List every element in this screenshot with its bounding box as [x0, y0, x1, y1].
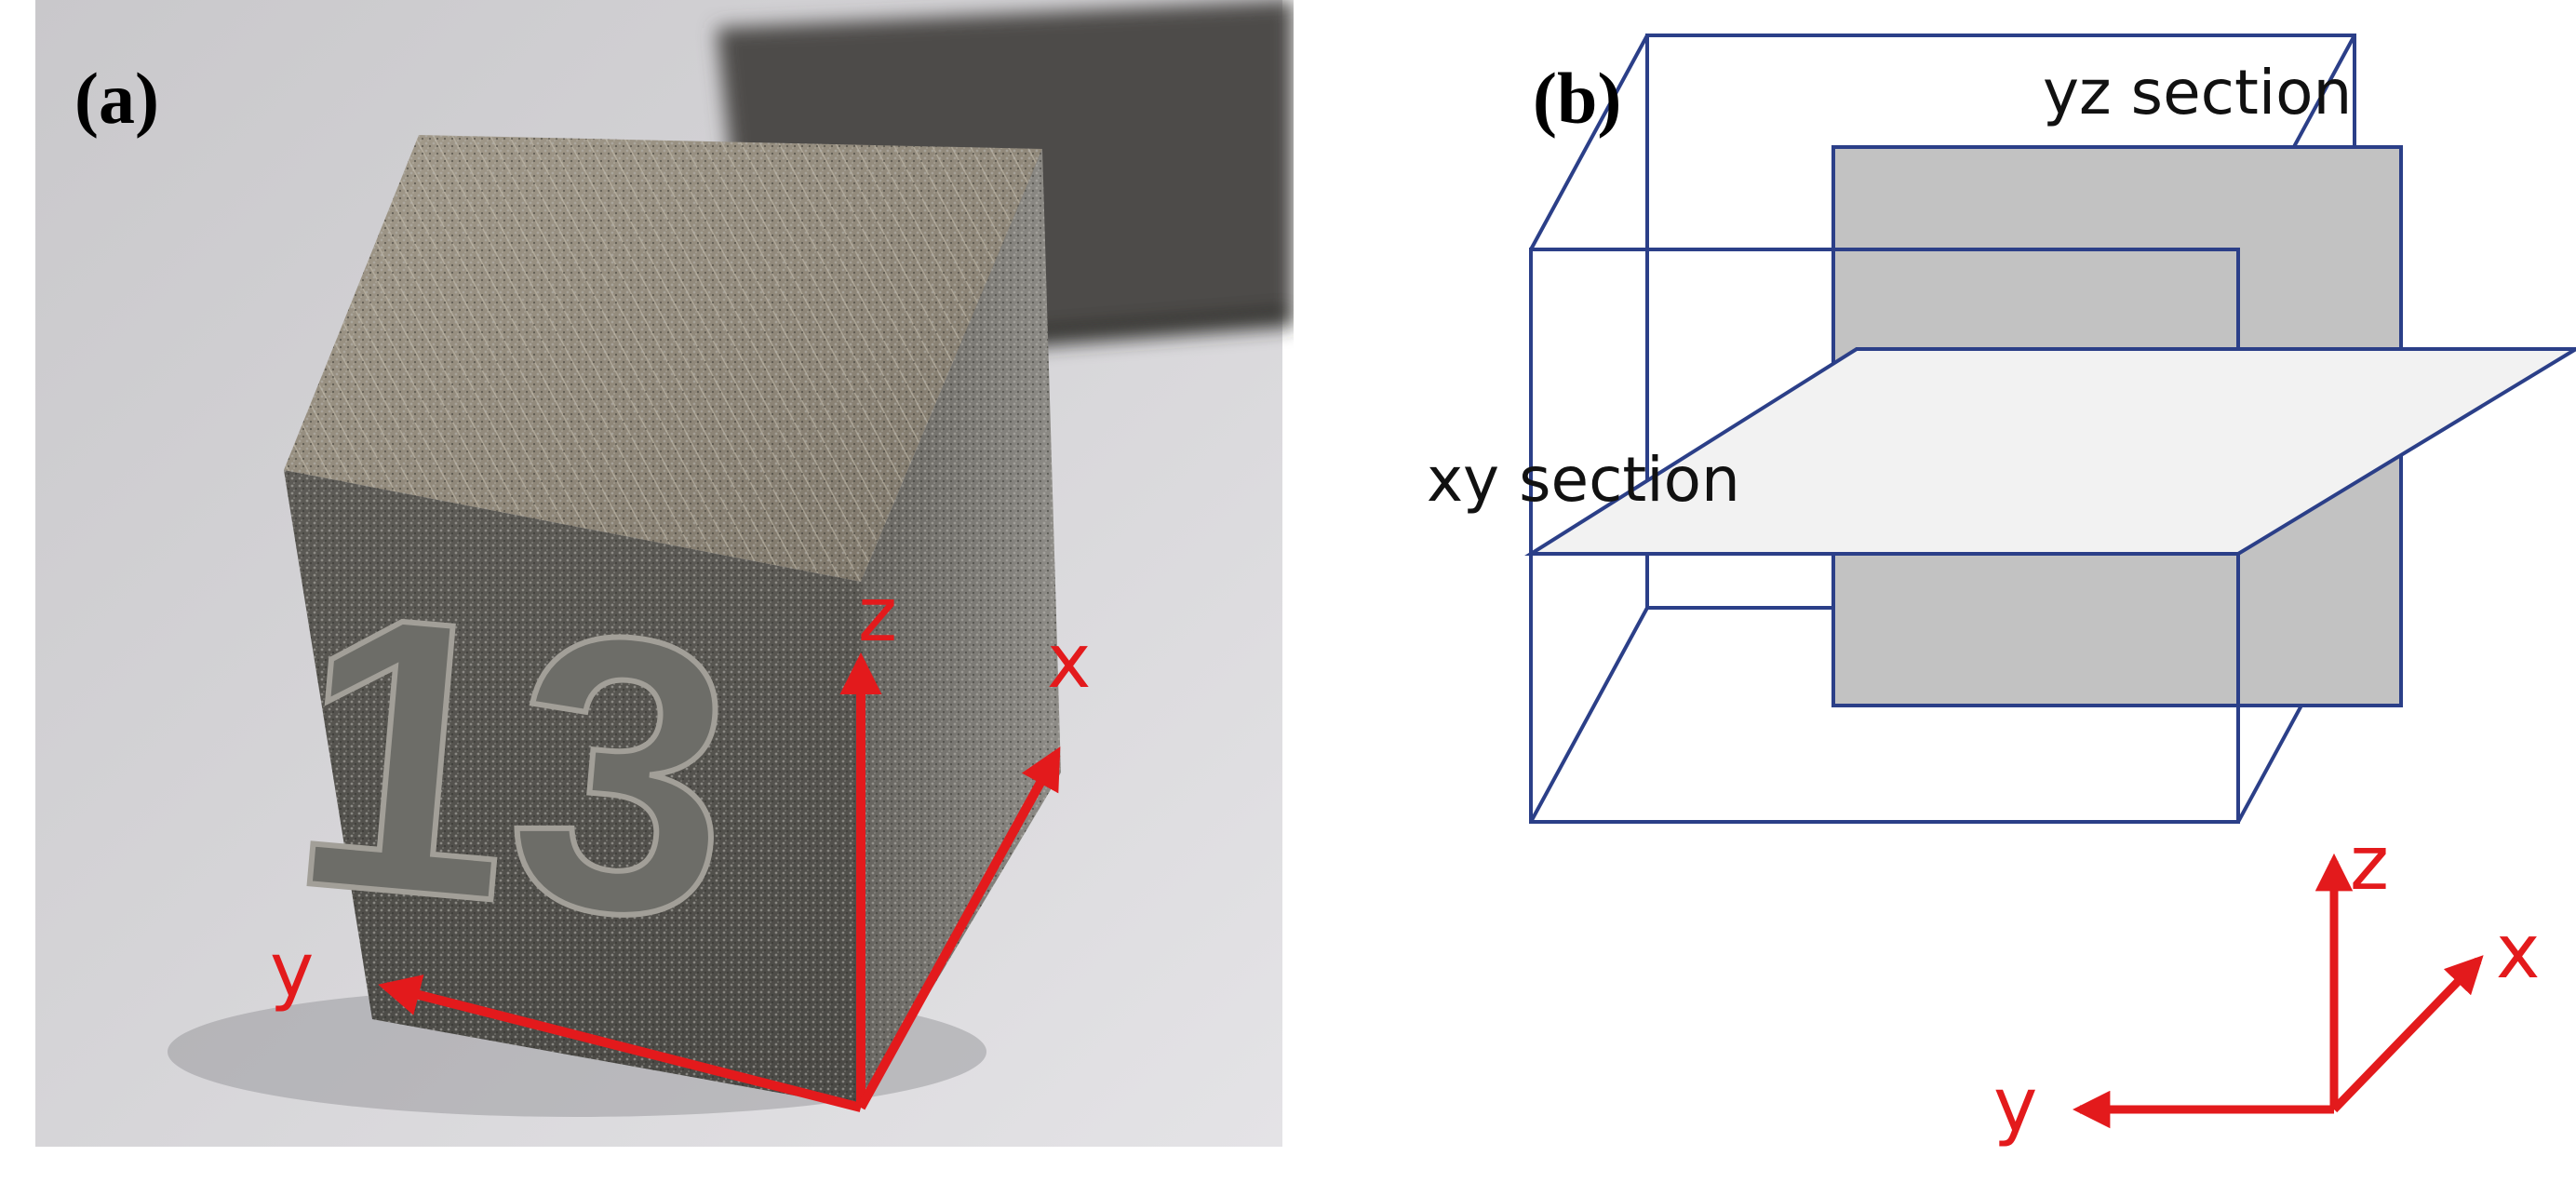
- x-axis-label: x: [2496, 908, 2540, 995]
- photo-axes: z x y: [270, 571, 1091, 1112]
- xy-section-label: xy section: [1427, 444, 1740, 516]
- cube-photo-illustration: 13 z x y (a): [35, 0, 1294, 1147]
- part-number-emboss: 13: [278, 530, 749, 1002]
- z-axis-label: z: [2350, 820, 2389, 907]
- yz-section-label: yz section: [2043, 57, 2352, 128]
- y-axis-label: y: [270, 927, 314, 1014]
- z-axis-label: z: [858, 571, 897, 658]
- y-axis-label: y: [1993, 1062, 2037, 1149]
- schematic-axes: z x y: [1993, 820, 2540, 1149]
- y-axis-arrow: [378, 975, 863, 1112]
- x-axis-arrow: [2330, 955, 2484, 1113]
- x-axis-label: x: [1047, 618, 1091, 705]
- xy-section-plane: [1524, 347, 2576, 556]
- panel-a-photo: 13 z x y (a): [35, 0, 1294, 1147]
- panel-label-a: (a): [74, 58, 159, 139]
- panel-b-schematic: yz section xy section z x y (b): [1294, 0, 2576, 1183]
- x-axis-arrow: [856, 746, 1061, 1110]
- section-schematic: yz section xy section z x y (b): [1427, 34, 2576, 1149]
- panel-label-b: (b): [1533, 58, 1621, 139]
